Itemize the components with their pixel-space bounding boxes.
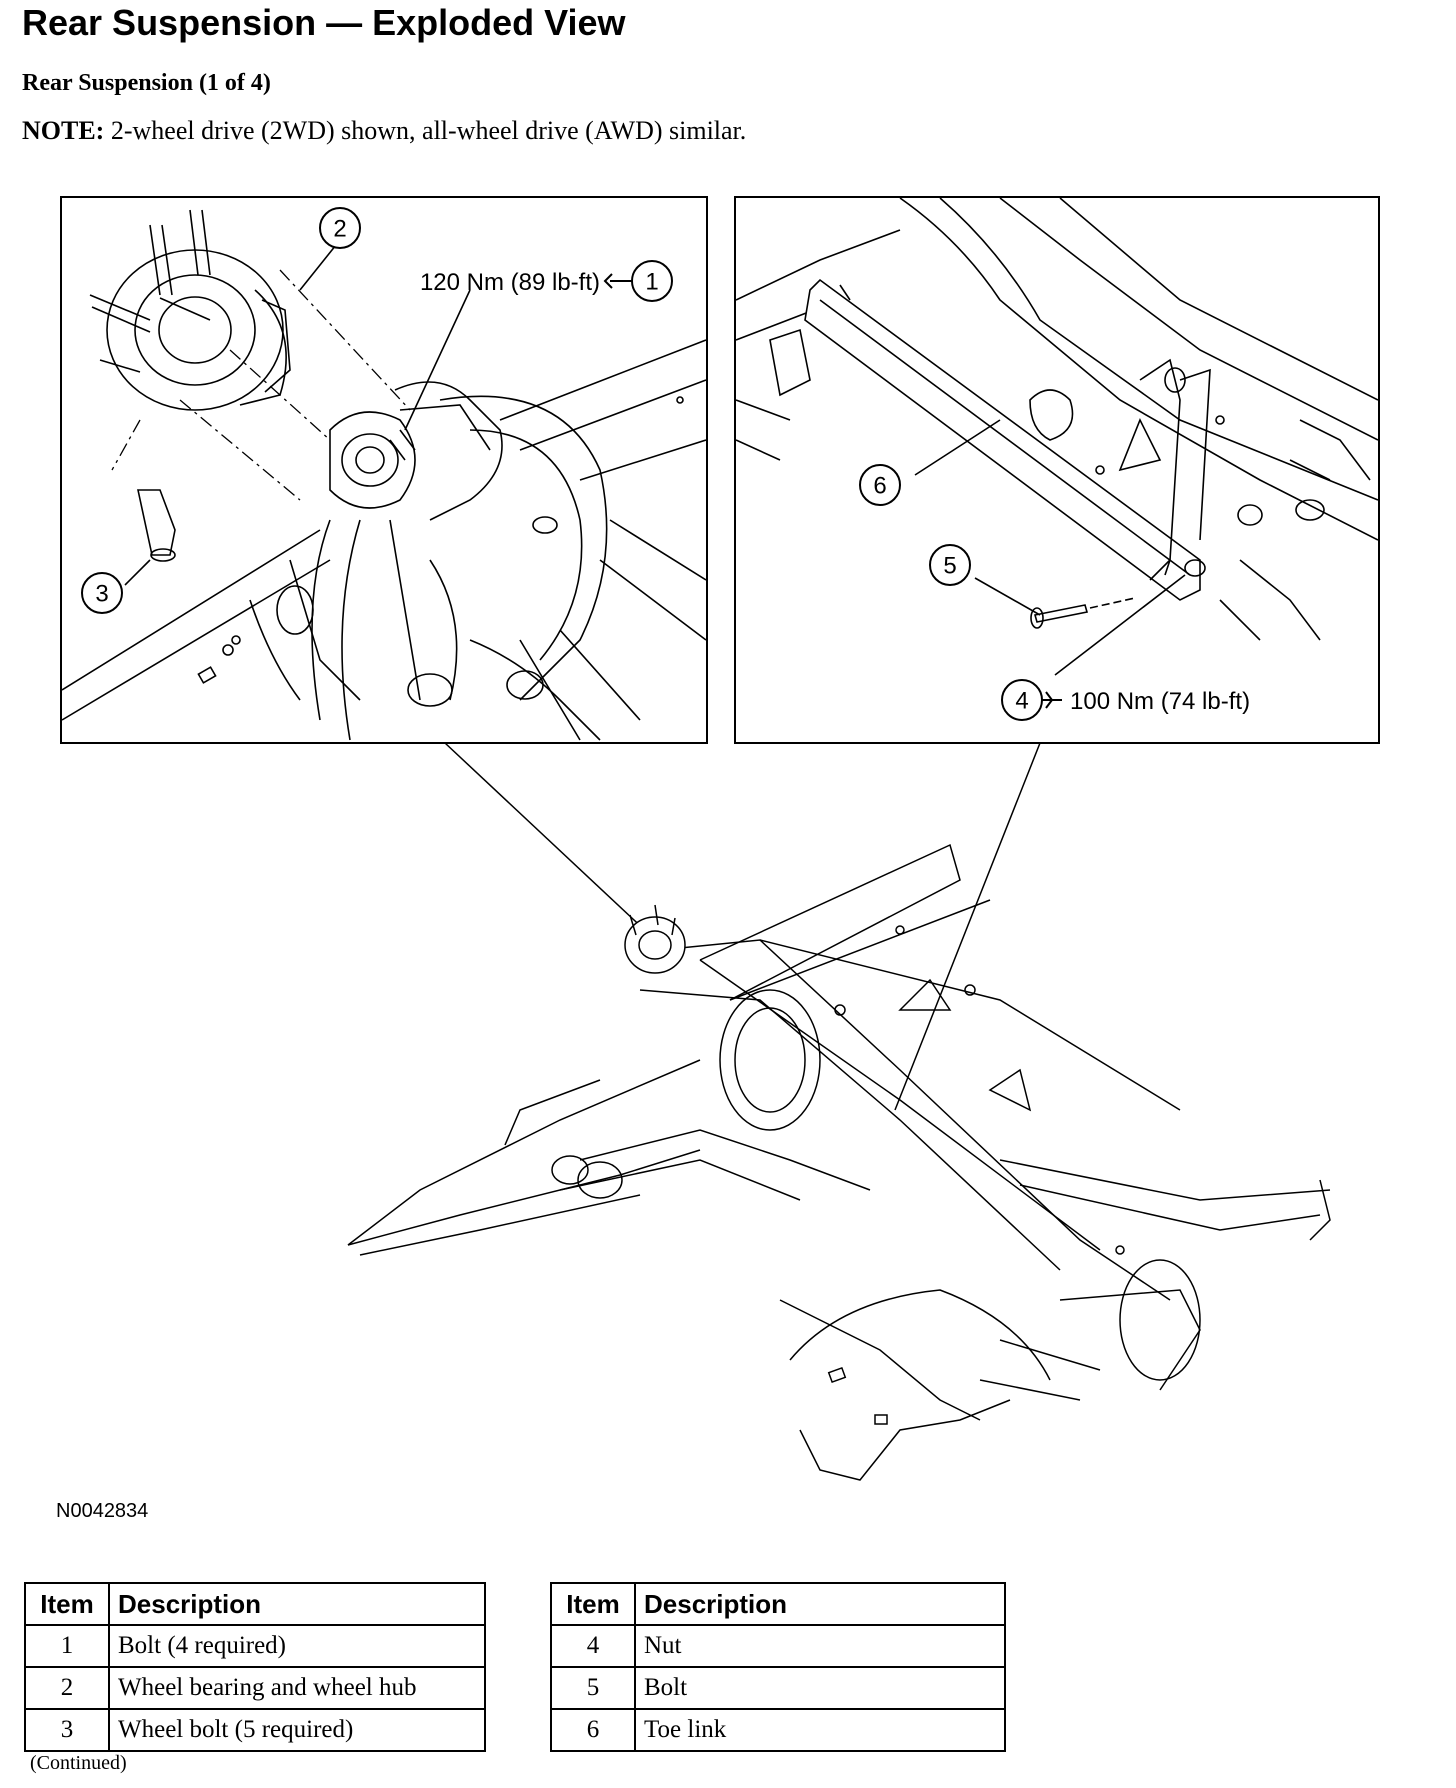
nut-4: [1184, 559, 1206, 577]
column-header-description: Description: [108, 1582, 486, 1626]
crossmember: [659, 939, 1171, 1301]
item-description: Toe link: [634, 1708, 1006, 1752]
leader-right-detail: [894, 742, 1041, 1111]
wheel-stud-group: [89, 209, 211, 373]
column-header-description: Description: [634, 1582, 1006, 1626]
table-row: 5 Bolt: [550, 1666, 1006, 1710]
main-assembly-drawing: [347, 843, 1331, 1481]
item-description: Nut: [634, 1624, 1006, 1668]
left-detail-drawing: [62, 209, 706, 741]
detail-panel-left: [60, 196, 708, 744]
item-number: 2: [24, 1666, 110, 1710]
column-header-item: Item: [24, 1582, 110, 1626]
callout-1-label: 1: [645, 269, 658, 296]
item-number: 6: [550, 1708, 636, 1752]
item-number: 4: [550, 1624, 636, 1668]
figure-id: N0042834: [56, 1500, 149, 1522]
table-row: 1 Bolt (4 required): [24, 1624, 486, 1668]
table-row: 6 Toe link: [550, 1708, 1006, 1752]
parts-table-right: Item Description 4 Nut 5 Bolt 6 Toe link: [550, 1582, 1006, 1752]
callout-4-label: 4: [1015, 688, 1028, 715]
item-number: 1: [24, 1624, 110, 1668]
torque-label-4: 100 Nm (74 lb-ft): [1070, 688, 1250, 715]
item-description: Bolt (4 required): [108, 1624, 486, 1668]
callout-2-label: 2: [333, 216, 346, 243]
table-row: 4 Nut: [550, 1624, 1006, 1668]
continued-note: (Continued): [30, 1752, 127, 1774]
callout-3: [81, 572, 123, 614]
callout-3-label: 3: [95, 581, 108, 608]
page-subtitle: Rear Suspension (1 of 4): [22, 70, 271, 96]
parts-table-left: Item Description 1 Bolt (4 required) 2 W…: [24, 1582, 486, 1752]
leader-left-detail: [444, 742, 651, 936]
table-row: 3 Wheel bolt (5 required): [24, 1708, 486, 1752]
item-description: Wheel bolt (5 required): [108, 1708, 486, 1752]
callout-6-label: 6: [873, 473, 886, 500]
table-header-row: Item Description: [24, 1582, 486, 1626]
side-rail-left: [347, 1149, 701, 1256]
note-label: NOTE:: [22, 116, 105, 145]
toe-link-6: [804, 278, 1201, 601]
torque-label-1: 120 Nm (89 lb-ft): [420, 269, 600, 296]
wheel-bolt-3: [137, 489, 176, 556]
note: NOTE: 2-wheel drive (2WD) shown, all-whe…: [22, 116, 746, 146]
right-detail-drawing: [736, 198, 1378, 676]
item-number: 5: [550, 1666, 636, 1710]
main-hub: [624, 916, 686, 974]
callout-5: [929, 544, 971, 586]
item-description: Wheel bearing and wheel hub: [108, 1666, 486, 1710]
table-header-row: Item Description: [550, 1582, 1006, 1626]
wheel-hub-flange: [106, 249, 284, 411]
callout-5-label: 5: [943, 553, 956, 580]
note-text: 2-wheel drive (2WD) shown, all-wheel dri…: [104, 116, 747, 145]
item-description: Bolt: [634, 1666, 1006, 1710]
column-header-item: Item: [550, 1582, 636, 1626]
item-number: 3: [24, 1708, 110, 1752]
bolt-5: [1033, 604, 1089, 623]
detail-panel-right: [734, 196, 1380, 744]
callout-6: [859, 464, 901, 506]
callout-group: [81, 207, 1043, 721]
callout-2: [319, 207, 361, 249]
page-title: Rear Suspension — Exploded View: [22, 2, 626, 43]
table-row: 2 Wheel bearing and wheel hub: [24, 1666, 486, 1710]
